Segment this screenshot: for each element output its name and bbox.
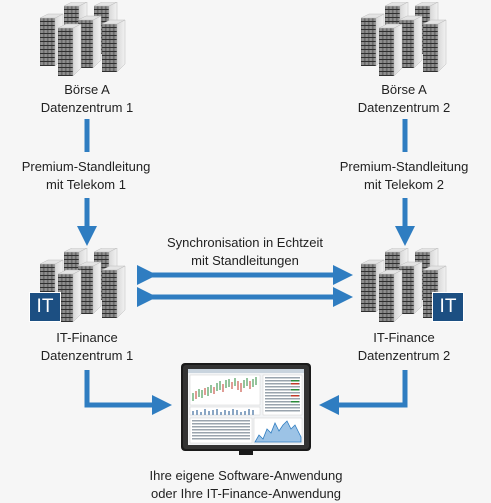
boerse-a-dz1-line1: Börse A xyxy=(64,82,110,97)
it-badge-dz1: IT xyxy=(29,292,61,322)
premium-line-1-line1: Premium-Standleitung xyxy=(21,159,151,174)
itf-dz1-label: IT-Finance Datenzentrum 1 xyxy=(13,329,161,365)
premium-line-2-label: Premium-Standleitung mit Telekom 2 xyxy=(318,158,490,194)
premium-line-1-label: Premium-Standleitung mit Telekom 1 xyxy=(0,158,172,194)
sync-label: Synchronisation in Echtzeit mit Standlei… xyxy=(140,234,350,270)
boerse-a-dz1-label: Börse A Datenzentrum 1 xyxy=(13,81,161,117)
itf-dz2-line1: IT-Finance xyxy=(373,330,435,345)
boerse-a-dz2-line1: Börse A xyxy=(381,82,427,97)
sync-line2: mit Standleitungen xyxy=(191,253,299,268)
itf-dz2-label: IT-Finance Datenzentrum 2 xyxy=(330,329,478,365)
boerse-a-dz2-line2: Datenzentrum 2 xyxy=(357,100,451,115)
monitor-icon xyxy=(181,363,311,455)
client-line1: Ihre eigene Software-Anwendung xyxy=(149,468,343,483)
boerse-a-dz2-label: Börse A Datenzentrum 2 xyxy=(330,81,478,117)
it-badge-dz2: IT xyxy=(432,292,464,322)
client-label: Ihre eigene Software-Anwendung oder Ihre… xyxy=(110,467,382,503)
itf-dz2-line2: Datenzentrum 2 xyxy=(357,348,451,363)
premium-line-2-line1: Premium-Standleitung xyxy=(339,159,469,174)
sync-line1: Synchronisation in Echtzeit xyxy=(166,235,324,250)
premium-line-2-line2: mit Telekom 2 xyxy=(364,177,444,192)
client-line2: oder Ihre IT-Finance-Anwendung xyxy=(150,486,342,501)
itf-dz1-line2: Datenzentrum 1 xyxy=(40,348,134,363)
arrow-dz1-to-monitor xyxy=(84,370,172,415)
boerse-a-dz1-line2: Datenzentrum 1 xyxy=(40,100,134,115)
client-monitor xyxy=(181,363,311,455)
premium-line-1-line2: mit Telekom 1 xyxy=(46,177,126,192)
itf-dz1-line1: IT-Finance xyxy=(56,330,118,345)
arrow-dz2-to-monitor xyxy=(319,370,408,415)
